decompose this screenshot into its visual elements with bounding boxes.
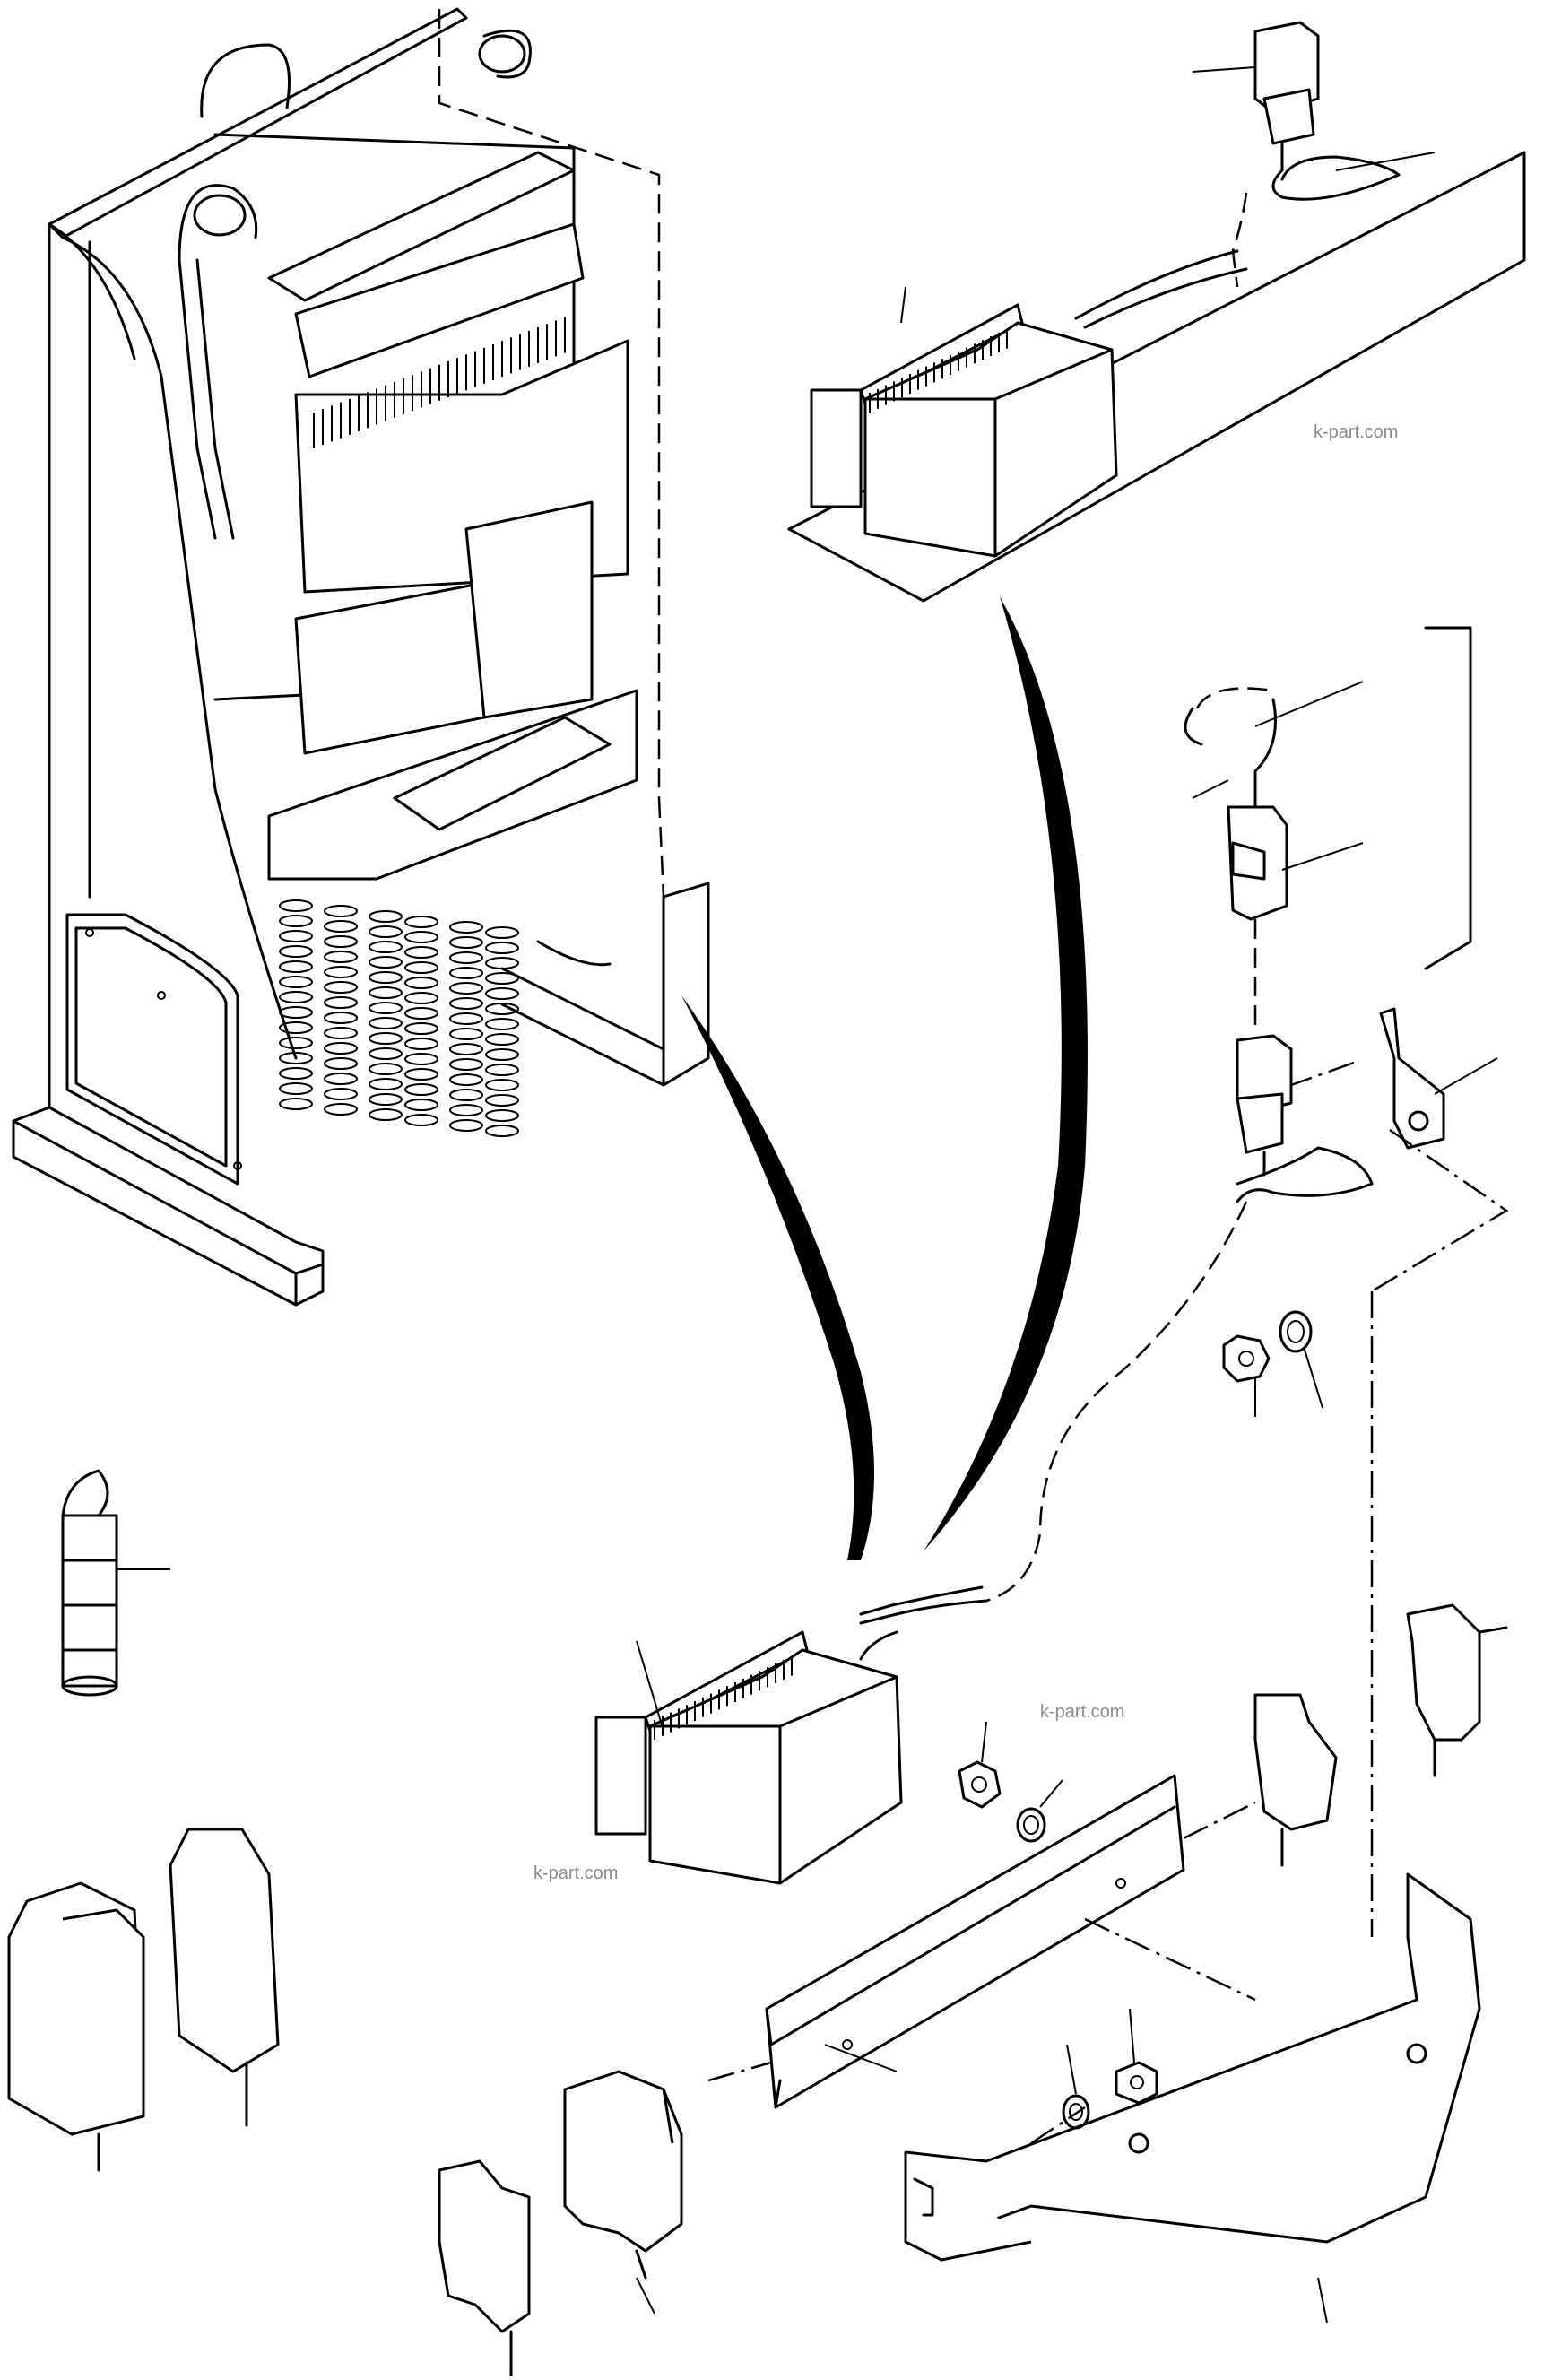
leader-lines [117,66,1498,2324]
ground-bracket-icon [1290,1007,1509,1293]
terminal-block-icon [169,1828,280,2127]
end-stop-icon [1406,1603,1508,1777]
plug-connector-icon [1074,21,1401,329]
lock-washer-icon [1062,2094,1090,2130]
relay-module-icon [810,303,1118,558]
end-stop-icon [1253,1693,1338,1867]
spiral-wrap-icon [61,1469,118,1697]
callout-bracket [1424,626,1472,970]
watermark-text: k-part.com [533,1863,618,1883]
lock-washer-icon [1016,1807,1046,1843]
din-rail-icon [707,1774,1256,2109]
hex-nut-icon [958,1760,1002,1809]
lock-washer-icon [1279,1310,1313,1353]
end-stop-icon [438,2159,531,2377]
electrical-cabinet-icon [12,7,710,1307]
watermark-text: k-part.com [1314,422,1398,442]
terminal-block-icon [563,2070,683,2280]
socket-connector-icon [1184,687,1288,1031]
mounting-plate-icon [904,1872,1481,2262]
hex-nut-icon [1222,1334,1271,1383]
plug-connector-icon [859,1034,1374,1625]
hex-nut-icon [1115,2061,1158,2105]
callout-arrow-icon [681,596,1088,1560]
watermark-text: k-part.com [1040,1702,1124,1722]
terminal-block-icon [7,1881,145,2172]
relay-module-icon [594,1630,903,1885]
